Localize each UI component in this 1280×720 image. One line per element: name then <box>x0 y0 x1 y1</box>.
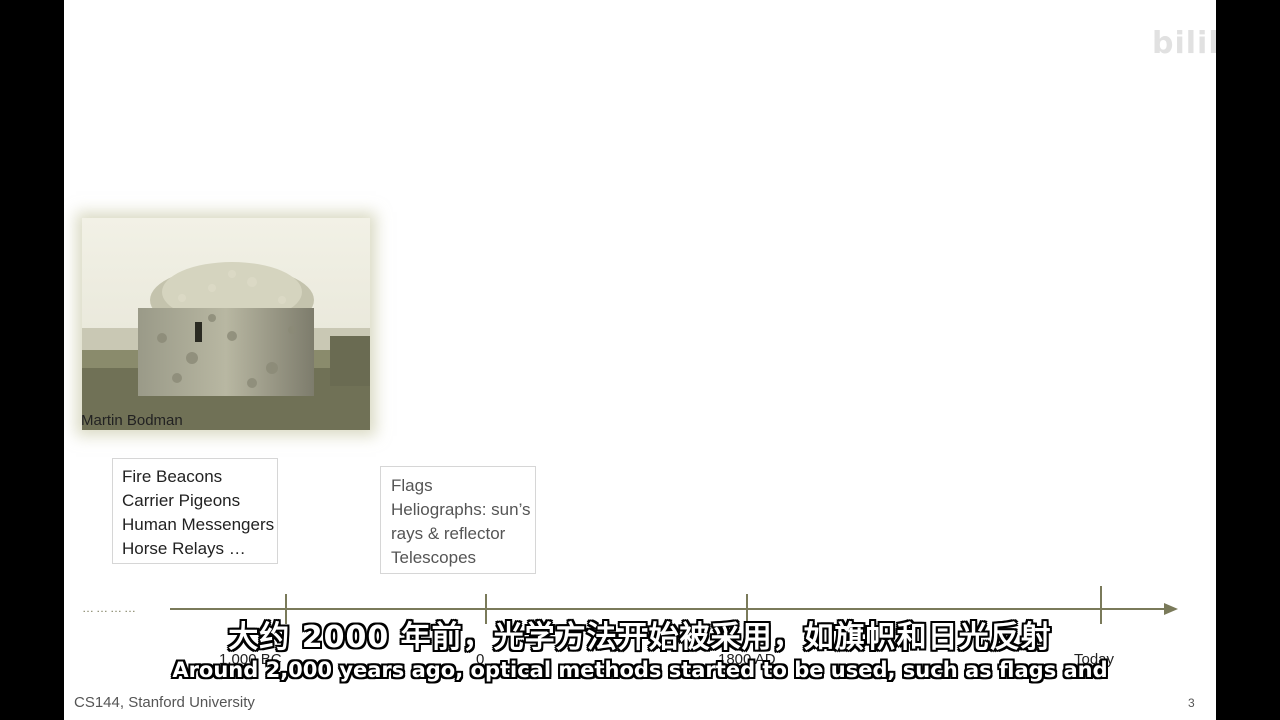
list-item: rays & reflector <box>391 524 506 543</box>
watermark-logo: bilibili <box>1152 26 1216 61</box>
list-item: Flags <box>391 476 433 495</box>
timeline-label: 0 <box>476 651 485 668</box>
optical-methods-box: Flags Heliographs: sun’s rays & reflecto… <box>380 466 536 574</box>
slide: bilibili <box>64 0 1216 720</box>
timeline-arrowhead <box>1164 603 1178 615</box>
timeline-label: 1800 AD <box>718 651 776 668</box>
page-number: 3 <box>1188 696 1195 710</box>
list-item: Human Messengers <box>122 515 275 534</box>
timeline-dots: ………… <box>82 601 138 615</box>
timeline-label: Today <box>1074 651 1115 668</box>
list-item: Heliographs: sun’s <box>391 500 531 519</box>
early-methods-box: Fire Beacons Carrier Pigeons Human Messe… <box>112 458 278 564</box>
list-item: Carrier Pigeons <box>122 491 241 510</box>
list-item: Horse Relays … <box>122 539 246 558</box>
beacon-tower-photo <box>82 218 370 430</box>
list-item: Telescopes <box>391 548 477 567</box>
subtitle-chinese: 大约 2000 年前，光学方法开始被采用，如旗帜和日光反射 <box>228 620 1052 655</box>
list-item: Fire Beacons <box>122 467 223 486</box>
timeline: ………… <box>82 586 1178 624</box>
timeline-label: 1,000 BC <box>219 651 282 668</box>
photo-credit: Martin Bodman <box>81 412 183 429</box>
subtitle-english: Around 2,000 years ago, optical methods … <box>172 658 1108 682</box>
course-footer: CS144, Stanford University <box>74 694 255 711</box>
